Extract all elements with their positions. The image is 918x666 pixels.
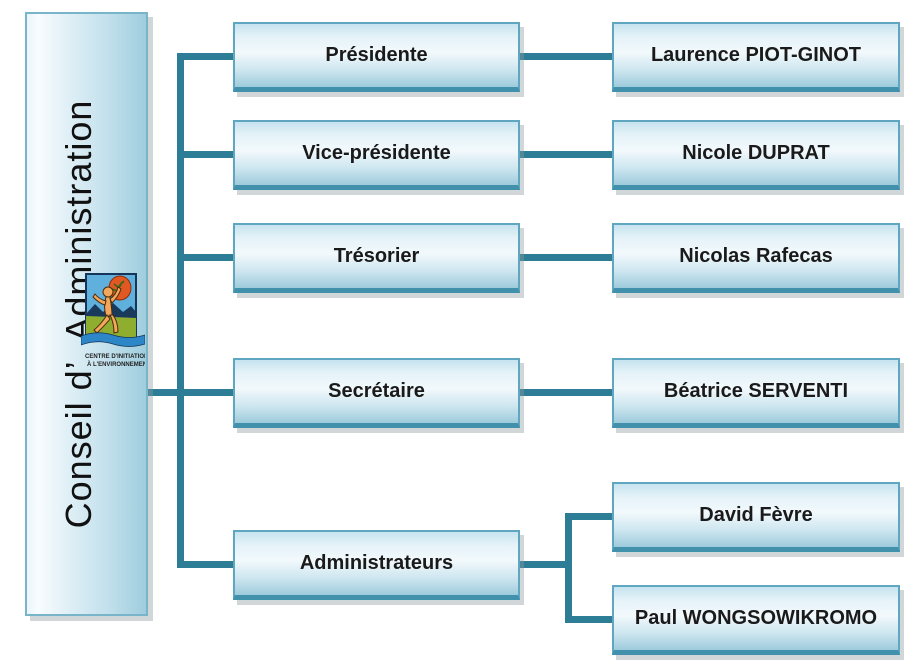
role-box-presidente: Présidente <box>233 22 520 92</box>
name-box-david-fevre: David Fèvre <box>612 482 900 552</box>
water-icon <box>81 332 145 347</box>
connector-stub-vice-presidente <box>180 151 233 158</box>
root-box-conseil-administration: Conseil d’ Administration <box>25 12 148 616</box>
role-label: Présidente <box>325 44 428 66</box>
person-name: Paul WONGSOWIKROMO <box>634 607 878 629</box>
role-label: Vice-présidente <box>302 142 451 164</box>
connector-administrateurs-branch <box>520 561 572 568</box>
role-label: Secrétaire <box>328 380 425 402</box>
role-box-administrateurs: Administrateurs <box>233 530 520 600</box>
person-name: David Fèvre <box>699 504 813 526</box>
connector-stub-tresorier <box>180 254 233 261</box>
person-name: Nicole DUPRAT <box>682 142 830 164</box>
role-box-secretaire: Secrétaire <box>233 358 520 428</box>
connector-trunk <box>177 53 184 568</box>
connector-presidente-name <box>520 53 612 60</box>
connector-secretaire-name <box>520 389 612 396</box>
connector-paul-wongsowikromo <box>565 616 612 623</box>
connector-vice-presidente-name <box>520 151 612 158</box>
centre-initiation-environnement-logo: CENTRE D'INITIATION À L'ENVIRONNEMENT <box>81 273 145 368</box>
connector-admin-trunk <box>565 513 572 623</box>
logo-caption-line2: À L'ENVIRONNEMENT <box>87 361 145 368</box>
connector-tresorier-name <box>520 254 612 261</box>
person-name: Laurence PIOT-GINOT <box>650 44 862 66</box>
role-box-tresorier: Trésorier <box>233 223 520 293</box>
name-box-nicole-duprat: Nicole DUPRAT <box>612 120 900 190</box>
name-box-laurence-piot-ginot: Laurence PIOT-GINOT <box>612 22 900 92</box>
name-box-paul-wongsowikromo: Paul WONGSOWIKROMO <box>612 585 900 655</box>
name-box-nicolas-rafecas: Nicolas Rafecas <box>612 223 900 293</box>
connector-stub-administrateurs <box>180 561 233 568</box>
connector-root-to-secretaire <box>146 389 233 396</box>
connector-david-fevre <box>565 513 612 520</box>
person-name: Béatrice SERVENTI <box>663 380 849 402</box>
person-name: Nicolas Rafecas <box>679 245 833 267</box>
logo-caption-line1: CENTRE D'INITIATION <box>85 354 145 360</box>
role-label: Trésorier <box>333 245 420 267</box>
name-box-beatrice-serventi: Béatrice SERVENTI <box>612 358 900 428</box>
connector-stub-presidente <box>180 53 233 60</box>
role-label: Administrateurs <box>299 552 454 574</box>
role-box-vice-presidente: Vice-présidente <box>233 120 520 190</box>
